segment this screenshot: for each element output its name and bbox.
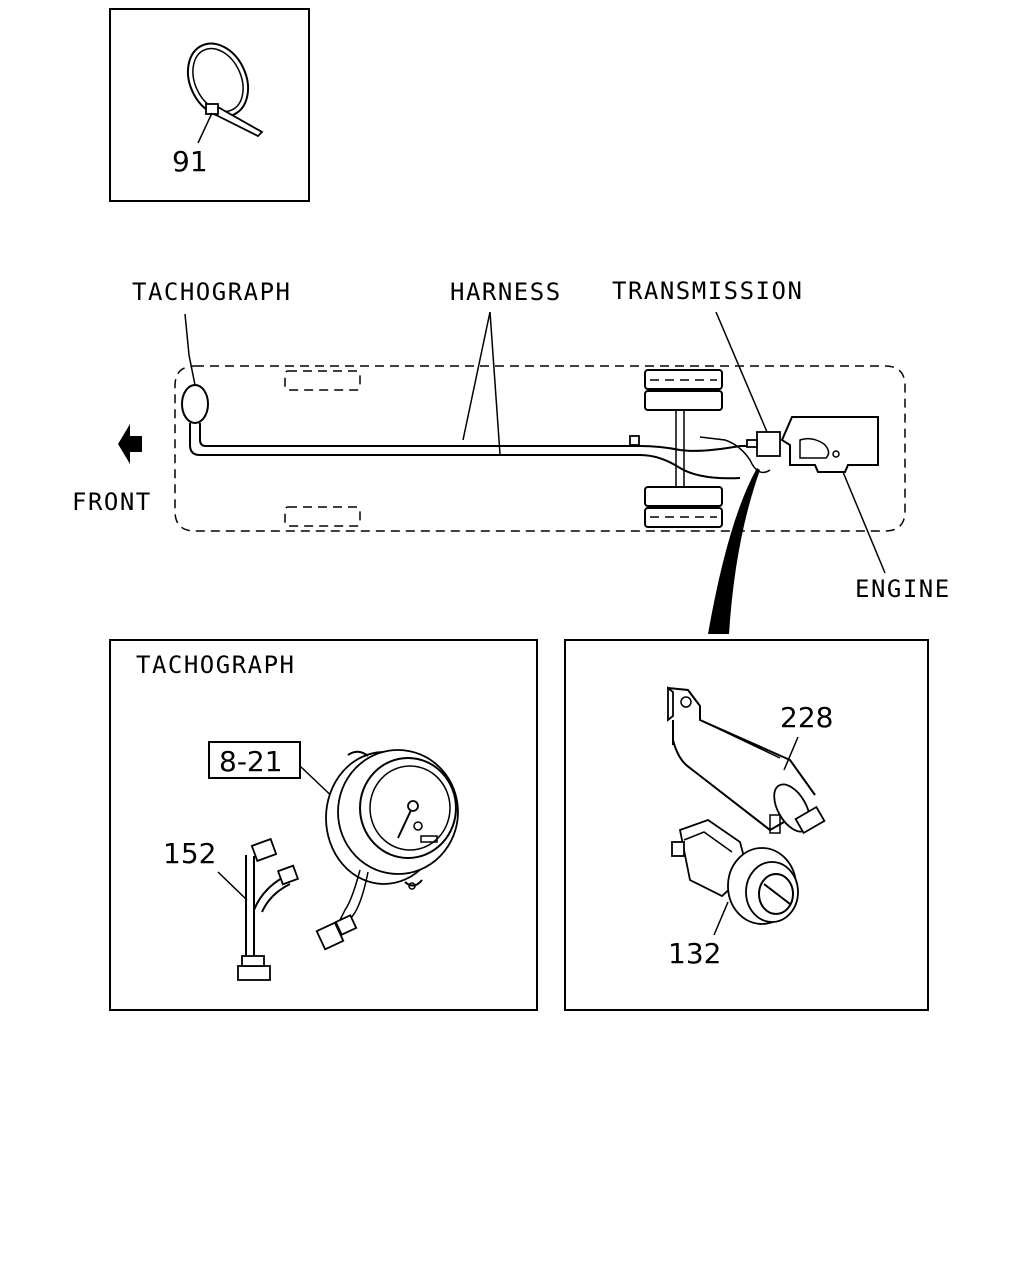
cover-228-illustration — [667, 686, 826, 835]
label-transmission: TRANSMISSION — [612, 277, 803, 305]
part-number-228: 228 — [780, 701, 833, 734]
tachograph-detail-frame — [109, 639, 538, 1011]
sensor-detail: 228 132 — [564, 639, 929, 1011]
leader-harness-2 — [489, 311, 501, 455]
transmission-sensor — [756, 431, 781, 457]
harness-cable — [189, 423, 741, 480]
tachograph-detail-title: TACHOGRAPH — [136, 651, 296, 679]
part-number-91: 91 — [172, 145, 208, 178]
cable-tie-frame — [109, 8, 310, 202]
part-number-132: 132 — [668, 937, 721, 970]
label-tachograph: TACHOGRAPH — [132, 278, 292, 306]
wheel-front-right — [284, 506, 361, 527]
leader-152 — [217, 871, 248, 901]
cable-tie-illustration — [186, 42, 264, 138]
tachograph-detail: TACHOGRAPH 8-21 — [109, 639, 538, 1011]
leader-transmission — [715, 311, 768, 433]
tachograph-gauge — [315, 749, 459, 951]
label-front: FRONT — [72, 488, 152, 516]
front-arrow-icon — [118, 424, 142, 464]
engine-block — [780, 416, 879, 473]
label-harness: HARNESS — [450, 278, 562, 306]
chassis-outline — [174, 365, 906, 532]
part-number-152: 152 — [163, 837, 216, 870]
sensor-132-illustration — [671, 818, 799, 925]
label-engine: ENGINE — [855, 575, 951, 603]
leader-tachograph — [184, 313, 196, 386]
leader-engine — [842, 471, 886, 574]
harness-connector — [629, 435, 640, 446]
wheel-front-left — [284, 370, 361, 391]
tachograph-unit — [181, 384, 209, 424]
ref-label-8-21: 8-21 — [219, 745, 283, 778]
cable-tie-inset: 91 — [109, 8, 310, 202]
harness-152-illustration — [237, 837, 300, 981]
ref-box-8-21 — [208, 741, 301, 779]
leader-harness-1 — [462, 311, 491, 441]
sensor-detail-frame — [564, 639, 929, 1011]
leader-91 — [197, 112, 213, 144]
leader-228 — [783, 736, 799, 771]
leader-132 — [713, 901, 729, 936]
detail-pointer-wedge — [708, 468, 760, 634]
vehicle-overview — [118, 365, 906, 532]
rear-wheels — [644, 369, 723, 528]
